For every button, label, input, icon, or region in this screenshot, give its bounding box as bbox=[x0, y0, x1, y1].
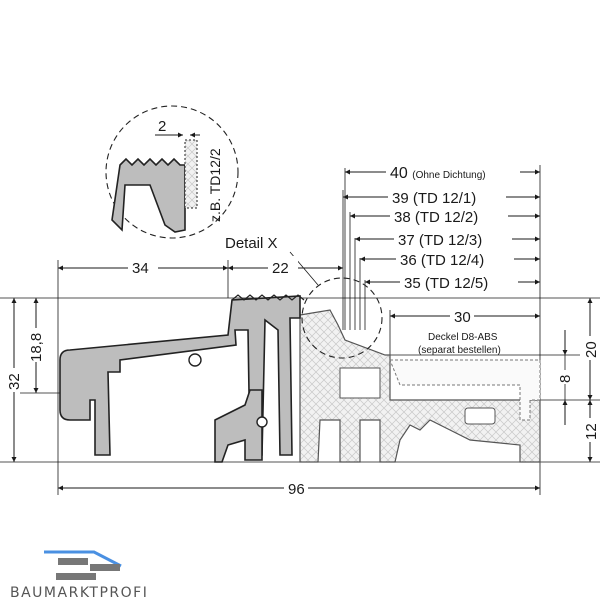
detail-x-label: Detail X bbox=[225, 235, 278, 252]
aluminium-profile bbox=[59, 294, 305, 463]
detail-gap-dimension: 2 bbox=[158, 118, 166, 135]
baumarktprofi-logo bbox=[8, 548, 168, 600]
detail-example-label: z.B. TD12/2 bbox=[207, 148, 223, 222]
dimension-32: 32 bbox=[6, 373, 23, 390]
dimension-12: 12 bbox=[583, 423, 600, 440]
dimension-38: 38 (TD 12/2) bbox=[394, 209, 478, 226]
dimension-18-8: 18,8 bbox=[28, 333, 45, 362]
reference-lines bbox=[0, 165, 600, 495]
logo-text: BAUMARKTPROFI bbox=[10, 585, 149, 600]
detail-x-circle bbox=[301, 277, 383, 359]
roof-logo-icon bbox=[44, 550, 122, 580]
detail-zoom: 2 z.B. TD12/2 bbox=[105, 105, 239, 239]
hatched-profile bbox=[299, 309, 541, 463]
dimension-40: 40 bbox=[390, 165, 408, 182]
cover-note: (separat bestellen) bbox=[418, 345, 501, 356]
cover-name: Deckel D8-ABS bbox=[428, 332, 498, 343]
dimension-8: 8 bbox=[557, 375, 574, 383]
dimension-35: 35 (TD 12/5) bbox=[404, 275, 488, 292]
dimension-22: 22 bbox=[272, 260, 289, 277]
dimension-30: 30 bbox=[454, 309, 471, 326]
dimension-20: 20 bbox=[583, 341, 600, 358]
dimension-37: 37 (TD 12/3) bbox=[398, 232, 482, 249]
dimension-39: 39 (TD 12/1) bbox=[392, 190, 476, 207]
dimension-40-note: (Ohne Dichtung) bbox=[412, 170, 485, 181]
dimension-36: 36 (TD 12/4) bbox=[400, 252, 484, 269]
svg-text:40 (Ohne Dichtung): 40 (Ohne Dichtung) bbox=[390, 165, 486, 182]
dimension-96: 96 bbox=[288, 481, 305, 498]
seal-dimensions: 40 (Ohne Dichtung) 39 (TD 12/1) 38 (TD 1… bbox=[343, 162, 540, 292]
dimension-34: 34 bbox=[132, 260, 149, 277]
